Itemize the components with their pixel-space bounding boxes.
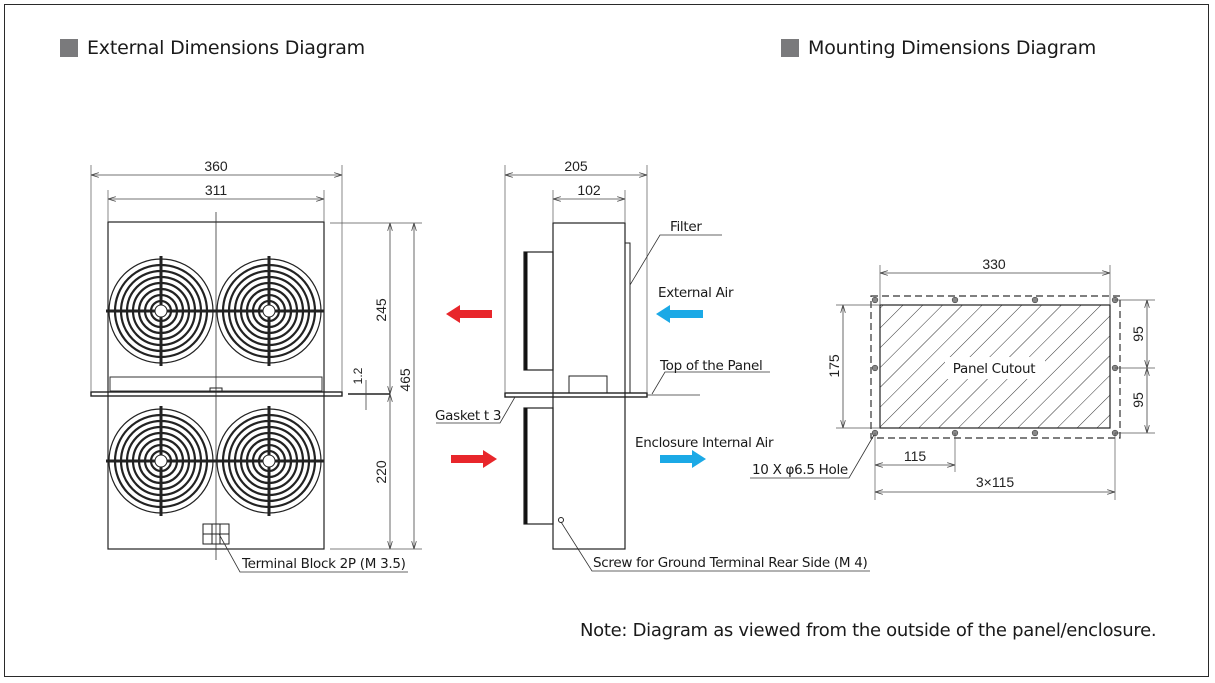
hot-air-out-arrow-icon	[446, 305, 492, 323]
mounting-dimensions-heading: Mounting Dimensions Diagram	[781, 37, 1096, 59]
panel-cutout-label: Panel Cutout	[953, 361, 1036, 377]
top-of-panel-callout: Top of the Panel	[659, 358, 762, 374]
mounting-dimensions-title: Mounting Dimensions Diagram	[808, 37, 1097, 59]
ground-screw-icon	[558, 517, 564, 523]
footnote: Note: Diagram as viewed from the outside…	[580, 620, 1157, 641]
dim-lower-height: 220	[373, 460, 389, 484]
front-view: 360 311 245 220 465 1.2 Terminal Block 2…	[90, 158, 422, 573]
terminal-block-callout: Terminal Block 2P (M 3.5)	[241, 556, 406, 572]
dim-overall-width: 360	[204, 158, 228, 174]
external-air-label: External Air	[658, 285, 734, 301]
dim-cutout-width: 330	[982, 256, 1006, 272]
external-air-in-arrow-icon	[656, 305, 703, 323]
panel-flange	[504, 392, 648, 398]
internal-air-label: Enclosure Internal Air	[635, 435, 774, 451]
upper-band	[109, 376, 323, 392]
dim-upper-height: 245	[373, 298, 389, 322]
cool-air-out-arrow-icon	[660, 450, 706, 468]
mounting-flange	[90, 391, 343, 397]
dim-hole-pitch-upper: 95	[1130, 326, 1146, 342]
dim-cutout-height: 175	[826, 354, 842, 378]
gray-square-icon	[781, 39, 799, 57]
dim-inner-depth: 102	[577, 182, 601, 198]
unit-side-body	[552, 222, 626, 550]
mounting-view: Panel Cutout 330 175 95 95 115 3×115 10 …	[750, 256, 1155, 500]
flange-outline-dashed	[870, 295, 1121, 439]
filter-callout: Filter	[670, 219, 702, 235]
lower-fan-housing	[523, 407, 554, 525]
terminal-block-icon	[202, 523, 230, 545]
filter-plate	[624, 242, 631, 394]
ground-screw-callout: Screw for Ground Terminal Rear Side (M 4…	[593, 555, 868, 571]
fan-lower-right-icon	[212, 404, 326, 518]
fan-upper-right-icon	[212, 254, 326, 368]
external-dimensions-title: External Dimensions Diagram	[87, 37, 365, 59]
dim-hole-pitch-lower: 95	[1130, 392, 1146, 408]
dim-hole-pitch-h: 115	[904, 448, 927, 464]
gray-square-icon	[60, 39, 78, 57]
dim-hole-pitch-h-total: 3×115	[976, 474, 1014, 490]
dim-flange-thickness: 1.2	[351, 367, 365, 384]
upper-fan-housing	[523, 251, 554, 371]
fan-upper-left-icon	[104, 254, 218, 368]
diagram-frame	[4, 4, 1209, 677]
dim-overall-depth: 205	[564, 158, 588, 174]
hot-air-in-arrow-icon	[451, 450, 497, 468]
side-view: 205 102 Filter Top of the Panel Gasket t…	[435, 158, 870, 572]
dim-overall-height: 465	[397, 368, 413, 392]
gasket-callout: Gasket t 3	[435, 408, 501, 424]
fan-lower-left-icon	[104, 404, 218, 518]
external-dimensions-heading: External Dimensions Diagram	[60, 37, 365, 59]
dim-inner-width: 311	[205, 182, 228, 198]
holes-callout: 10 X φ6.5 Hole	[752, 462, 848, 478]
